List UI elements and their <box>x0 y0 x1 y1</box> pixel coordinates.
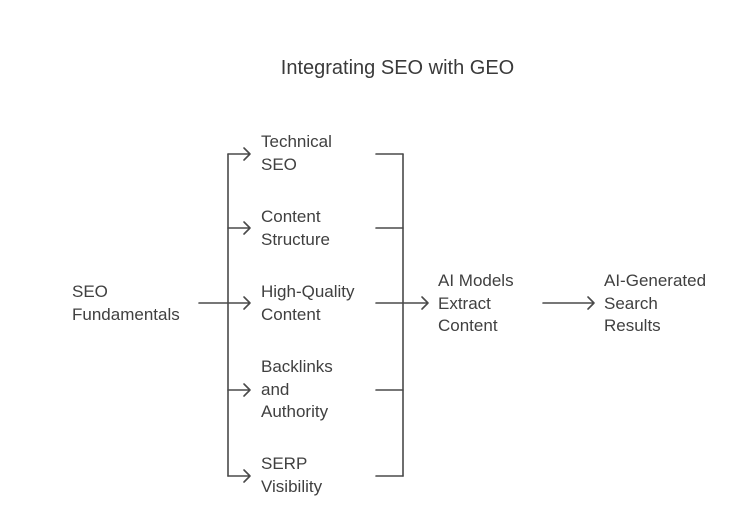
node-ai-models-extract: AI Models Extract Content <box>438 271 514 335</box>
node-backlinks-authority: Backlinks and Authority <box>261 357 333 421</box>
arrow-to-content-structure <box>227 221 251 235</box>
arrow-to-serp-visibility <box>227 469 251 483</box>
arrow-to-ai-models <box>402 296 429 310</box>
node-ai-generated-results: AI-Generated Search Results <box>604 271 707 335</box>
arrow-to-backlinks-authority <box>227 383 251 397</box>
node-technical-seo: Technical SEO <box>261 132 332 174</box>
node-serp-visibility: SERP Visibility <box>261 454 323 496</box>
node-high-quality-content: High-Quality Content <box>261 282 355 324</box>
arrow-to-technical-seo <box>227 147 251 161</box>
diagram-title: Integrating SEO with GEO <box>280 57 515 79</box>
arrow-to-ai-results <box>542 296 595 310</box>
arrow-to-high-quality-content <box>227 296 251 310</box>
node-seo-fundamentals: SEO Fundamentals <box>72 282 180 324</box>
node-content-structure: Content Structure <box>261 207 330 249</box>
